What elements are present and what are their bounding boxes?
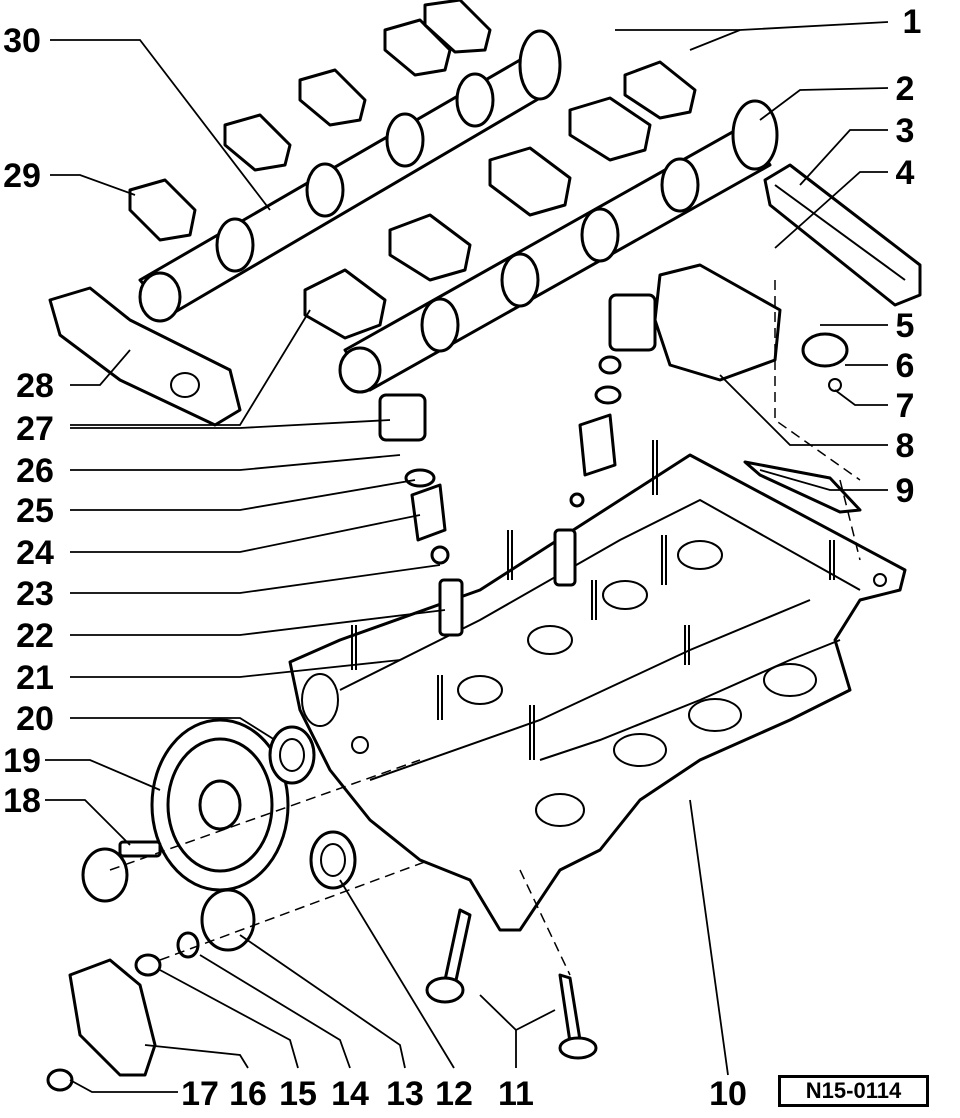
sprocket-bolt xyxy=(81,840,162,903)
valve-springs xyxy=(404,355,622,565)
valves xyxy=(425,908,598,1060)
drive-chain xyxy=(763,163,922,307)
oil-seal-upper xyxy=(268,725,316,785)
callout-29: 29 xyxy=(3,157,41,195)
callout-16: 16 xyxy=(229,1075,267,1113)
callout-27: 27 xyxy=(16,410,54,448)
callout-22: 22 xyxy=(16,617,54,655)
callout-10: 10 xyxy=(709,1075,747,1113)
callout-7: 7 xyxy=(896,387,915,425)
callout-26: 26 xyxy=(16,452,54,490)
chain-tensioner xyxy=(653,263,849,392)
callout-2: 2 xyxy=(896,70,915,108)
reference-code: N15-0114 xyxy=(805,1078,902,1103)
head-studs xyxy=(351,440,835,760)
hydraulic-tappets xyxy=(378,293,657,442)
callout-9: 9 xyxy=(896,472,915,510)
callout-8: 8 xyxy=(896,427,915,465)
callout-1: 1 xyxy=(903,3,922,41)
callout-21: 21 xyxy=(16,659,54,697)
callout-15: 15 xyxy=(279,1075,317,1113)
callout-19: 19 xyxy=(3,742,41,780)
callout-4: 4 xyxy=(896,154,915,192)
leader-lines xyxy=(45,21,889,1093)
callout-13: 13 xyxy=(386,1075,424,1113)
callout-labels: 1 2 3 4 5 6 7 8 9 10 11 12 13 14 15 16 1… xyxy=(3,3,921,1113)
callout-23: 23 xyxy=(16,575,54,613)
reference-code-box: N15-0114 xyxy=(778,1075,929,1107)
bearing-bridge xyxy=(48,286,242,427)
valve-guides xyxy=(438,528,577,637)
cylinder-head xyxy=(288,453,907,932)
intake-camshaft xyxy=(338,99,779,394)
callout-11: 11 xyxy=(498,1075,534,1113)
callout-18: 18 xyxy=(3,782,41,820)
cam-hub xyxy=(176,888,256,959)
callout-17: 17 xyxy=(181,1075,219,1113)
callout-28: 28 xyxy=(16,367,54,405)
exhaust-camshaft xyxy=(138,29,562,323)
callout-20: 20 xyxy=(16,700,54,738)
callout-3: 3 xyxy=(896,112,915,150)
callout-6: 6 xyxy=(896,347,915,385)
bearing-caps xyxy=(128,0,697,340)
dashed-axis-lines xyxy=(109,280,861,976)
callout-5: 5 xyxy=(896,307,915,345)
callout-24: 24 xyxy=(16,534,54,572)
timing-belt-idler xyxy=(46,953,162,1092)
callout-14: 14 xyxy=(331,1075,369,1113)
oil-seal-lower xyxy=(309,830,357,890)
callout-25: 25 xyxy=(16,492,54,530)
callout-12: 12 xyxy=(435,1075,473,1113)
camshaft-sprocket xyxy=(150,718,290,892)
callout-30: 30 xyxy=(3,22,41,60)
